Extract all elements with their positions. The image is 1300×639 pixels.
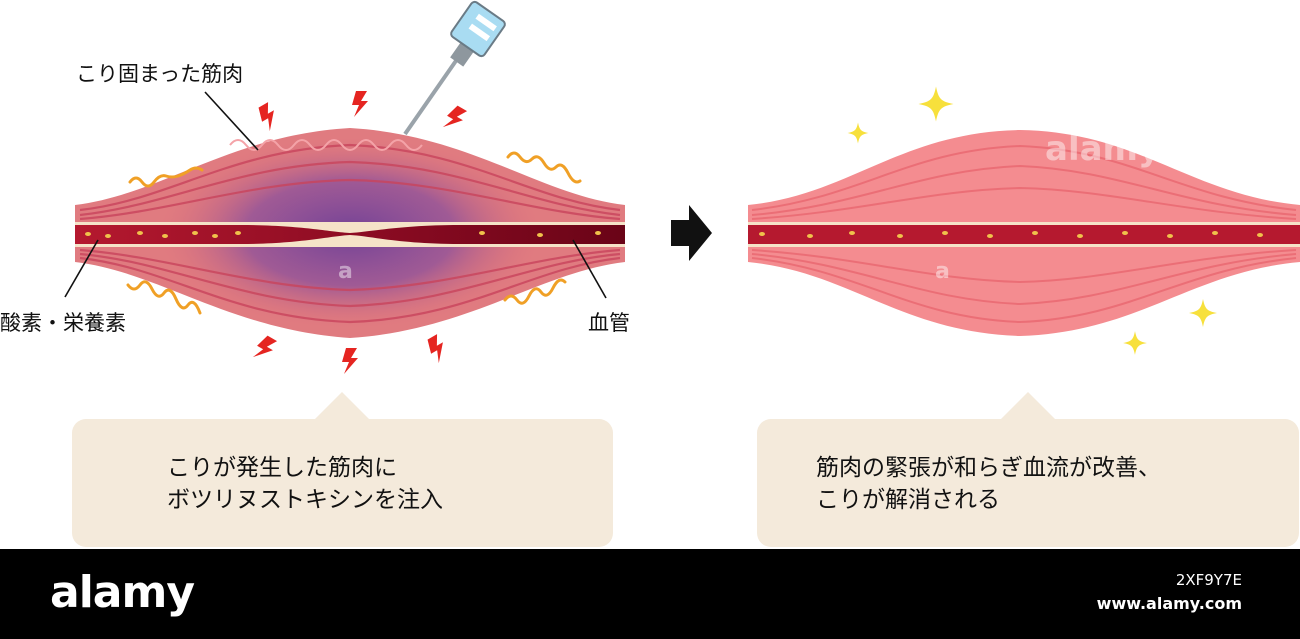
caption-bubble-left: こりが発生した筋肉に ボツリヌストキシンを注入 [72,392,613,547]
footer-logo[interactable]: alamy [50,567,195,618]
footer-image-id: 2XF9Y7E [1175,571,1242,589]
watermark: alamy a a [338,129,1160,284]
stock-footer: alamy 2XF9Y7E www.alamy.com [0,549,1300,639]
label-stiff-muscle: こり固まった筋肉 [76,62,244,86]
svg-text:a: a [338,259,353,284]
caption-left: こりが発生した筋肉に ボツリヌストキシンを注入 [167,452,443,516]
caption-right: 筋肉の緊張が和らぎ血流が改善、 こりが解消される [816,452,1161,516]
tense-muscle [75,128,625,338]
relaxed-muscle [748,130,1300,336]
svg-text:a: a [935,259,950,284]
caption-right-line2: こりが解消される [816,487,1000,513]
tingle-squiggle-icons [126,151,582,315]
svg-text:alamy: alamy [1045,129,1160,169]
arrow-right-icon [671,205,712,261]
label-blood-vessel: 血管 [588,311,630,335]
footer-url[interactable]: www.alamy.com [1096,594,1242,613]
pointer-lines [64,91,607,299]
label-oxygen-nutrients: 酸素・栄養素 [0,311,126,335]
syringe-icon [403,0,506,136]
caption-left-line1: こりが発生した筋肉に [167,455,397,481]
caption-right-line1: 筋肉の緊張が和らぎ血流が改善、 [816,455,1161,481]
diagram-canvas: alamy a a [64,0,1300,374]
caption-bubble-right: 筋肉の緊張が和らぎ血流が改善、 こりが解消される [757,392,1299,547]
caption-left-line2: ボツリヌストキシンを注入 [167,487,443,513]
